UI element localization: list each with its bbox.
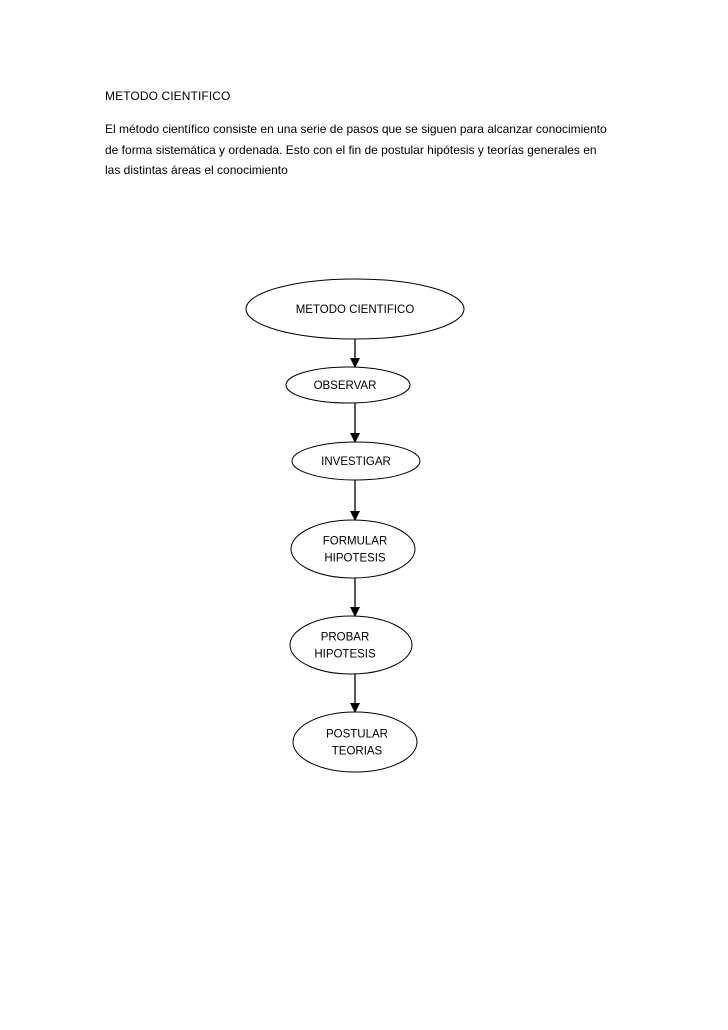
flow-node-investigar: INVESTIGAR <box>291 441 421 481</box>
paragraph-line-3: las distintas áreas el conocimiento <box>105 163 288 177</box>
document-paragraph: El método científico consiste en una ser… <box>105 119 635 181</box>
flow-node-label-metodo-1: METODO CIENTIFICO <box>296 304 415 316</box>
flow-node-label-formular-1: FORMULAR <box>323 536 388 548</box>
flow-node-label-observar-1: OBSERVAR <box>314 380 377 392</box>
flow-node-postular: POSTULAR TEORIAS <box>292 711 418 773</box>
flow-node-label-postular-1: POSTULAR <box>326 729 388 741</box>
flow-node-shape-postular <box>292 711 418 773</box>
flow-node-shape-formular <box>290 519 416 579</box>
flow-node-shape-probar <box>289 615 413 675</box>
flow-node-label-investigar-1: INVESTIGAR <box>321 456 391 468</box>
document-title: METODO CIENTIFICO <box>105 89 231 103</box>
paragraph-line-2: de forma sistemática y ordenada. Esto co… <box>105 142 597 157</box>
flow-node-label-formular-2: HIPOTESIS <box>324 553 386 565</box>
flow-node-formular: FORMULAR HIPOTESIS <box>290 519 416 579</box>
paragraph-line-1: El método científico consiste en una ser… <box>105 122 607 136</box>
flow-node-metodo: METODO CIENTIFICO <box>245 278 465 340</box>
flow-node-label-probar-2: HIPOTESIS <box>314 649 376 661</box>
flow-node-shape-metodo <box>245 278 465 340</box>
flowchart-nodes: METODO CIENTIFICO OBSERVAR INVESTIGAR FORMU… <box>245 278 465 773</box>
flow-node-label-probar-1: PROBAR <box>321 632 370 644</box>
flow-node-shape-investigar <box>291 441 421 481</box>
flow-node-label-postular-2: TEORIAS <box>332 746 383 758</box>
flow-node-shape-observar <box>285 366 411 404</box>
flow-node-observar: OBSERVAR <box>285 366 411 404</box>
flow-node-probar: PROBAR HIPOTESIS <box>289 615 413 675</box>
